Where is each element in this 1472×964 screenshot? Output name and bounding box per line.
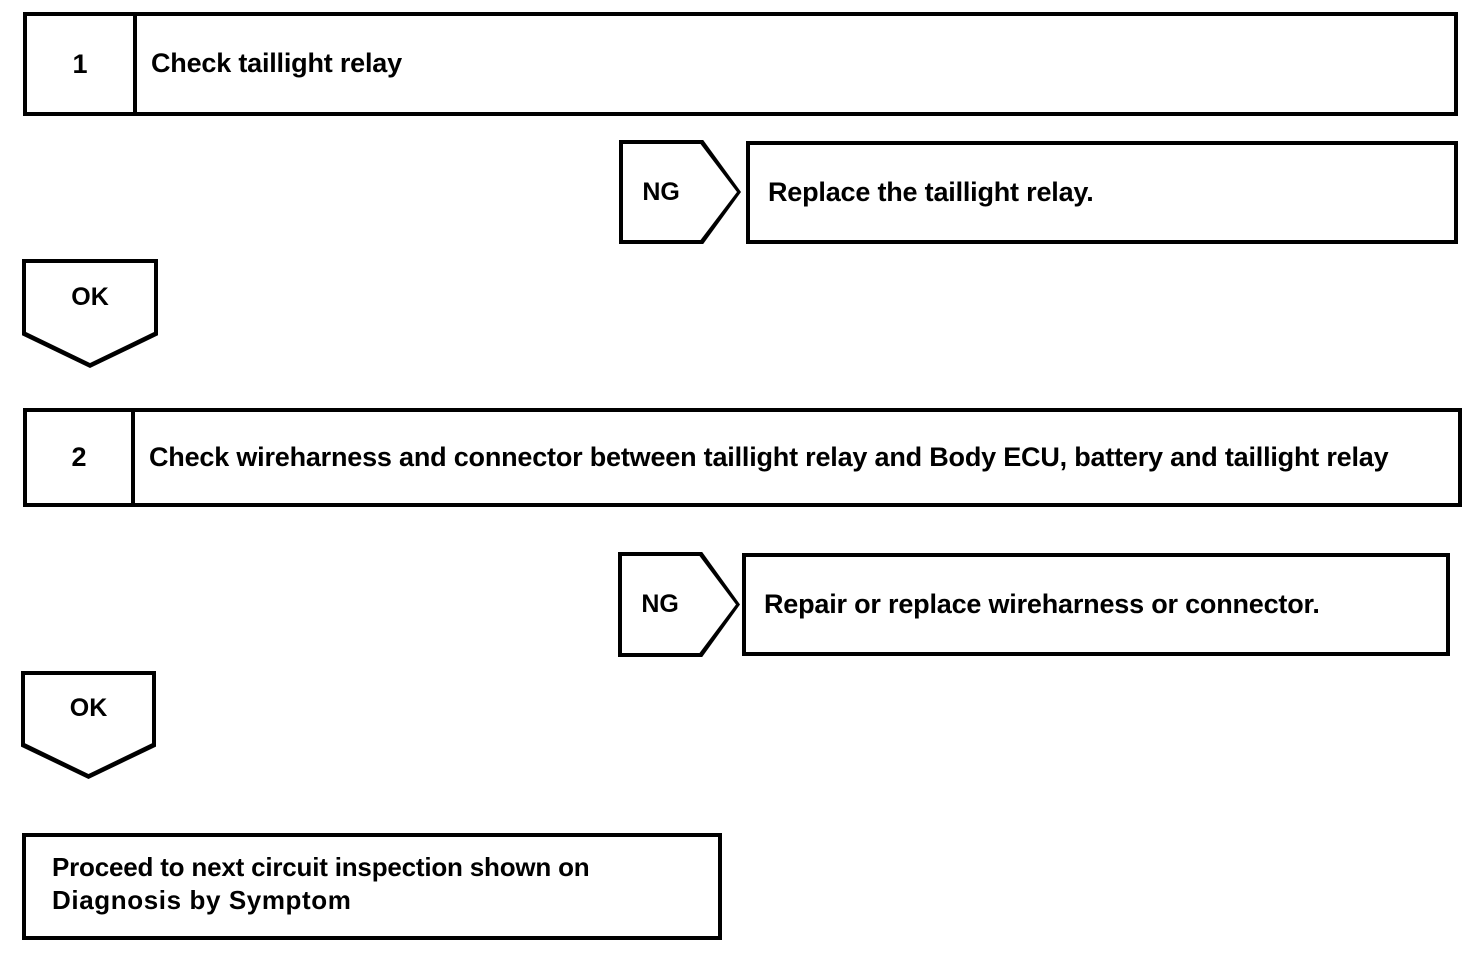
step-1-ng-arrow: NG (619, 140, 741, 244)
final-instruction-line-2: Diagnosis by Symptom (52, 885, 352, 916)
step-2-ng-label: NG (641, 590, 679, 618)
step-2-ng-arrow: NG (618, 552, 740, 657)
step-2-ng-action-box[interactable]: Repair or replace wireharness or connect… (742, 553, 1450, 656)
step-1-ng-action-text: Replace the taillight relay. (768, 177, 1094, 207)
step-1-number: 1 (27, 16, 137, 112)
final-instruction-box[interactable]: Proceed to next circuit inspection shown… (22, 833, 722, 940)
step-1-ok-arrow: OK (22, 259, 158, 368)
final-instruction-line-1: Proceed to next circuit inspection shown… (52, 852, 590, 882)
step-2-ok-arrow: OK (21, 671, 156, 779)
step-1-ng-action-box[interactable]: Replace the taillight relay. (746, 141, 1458, 244)
step-2-ok-label: OK (69, 694, 108, 723)
step-2-box[interactable]: 2 Check wireharness and connector betwee… (23, 408, 1462, 507)
step-1-ng-label: NG (642, 177, 680, 206)
step-1-ok-label: OK (71, 282, 109, 311)
step-2-ng-action-text: Repair or replace wireharness or connect… (764, 589, 1320, 619)
final-instruction-text: Proceed to next circuit inspection shown… (52, 851, 590, 918)
step-2-text: Check wireharness and connector between … (149, 441, 1389, 472)
step-2-number: 2 (27, 412, 135, 503)
step-1-text: Check taillight relay (151, 48, 402, 79)
step-1-box[interactable]: 1 Check taillight relay (23, 12, 1458, 116)
